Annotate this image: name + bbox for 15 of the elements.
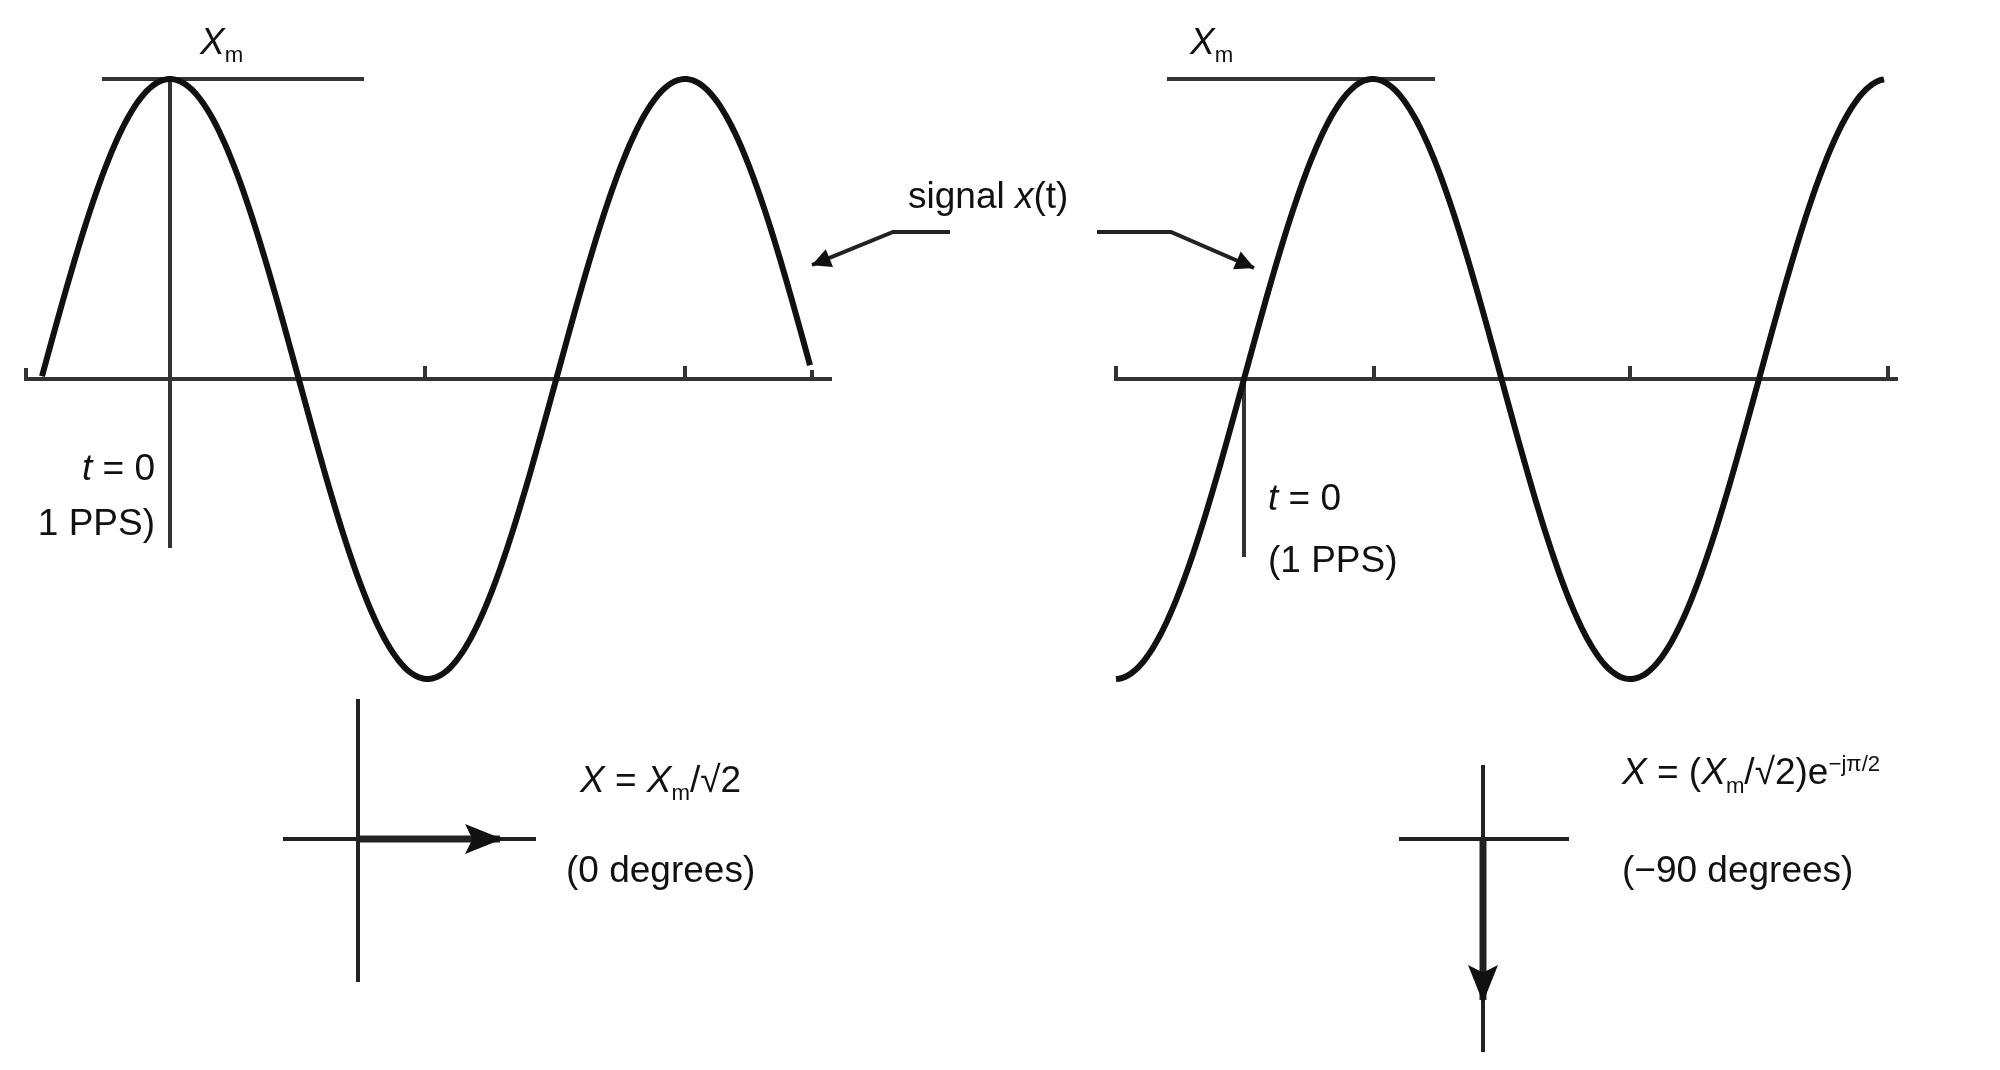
signal-label: signal x(t)	[908, 175, 1069, 216]
sine-wave	[1114, 76, 1886, 682]
sine-wave	[39, 76, 813, 682]
phase-label: (−90 degrees)	[1622, 850, 1854, 891]
phase-label: (0 degrees)	[566, 850, 756, 891]
time-zero-label: t = 0	[80, 448, 155, 489]
leader-arrow	[811, 230, 950, 267]
pps-label: (1 PPS)	[1268, 540, 1398, 581]
leader-arrow	[1097, 230, 1255, 270]
phasor-formula: X = (X$_{m}$/√2)e$^{−jπ/2}$	[1622, 752, 1881, 799]
pps-label: 1 PPS)	[36, 503, 155, 544]
phasor-formula: X = X$_{m}$/√2	[580, 760, 742, 806]
time-zero-label: t = 0	[1268, 478, 1342, 519]
amplitude-label: X$_{m}$	[200, 22, 244, 68]
amplitude-label: X$_{m}$	[1190, 22, 1234, 68]
